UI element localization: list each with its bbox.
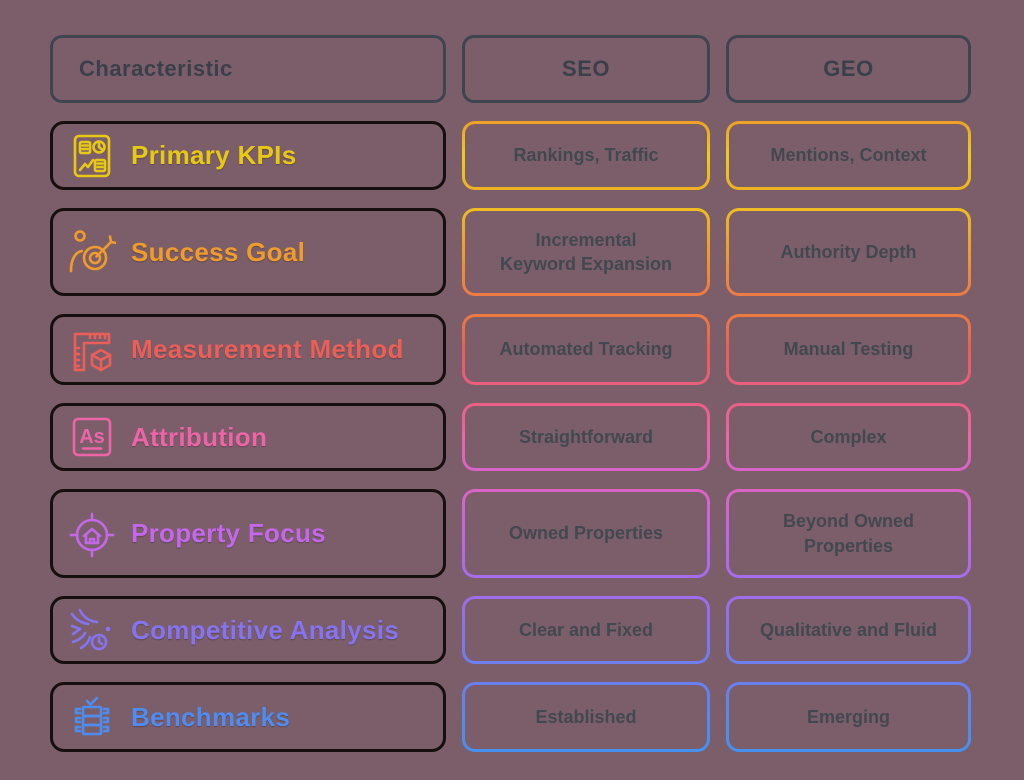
row-benchmarks: Benchmarks Established Emerging <box>50 682 971 752</box>
cell-value: Straightforward <box>518 426 653 447</box>
header-characteristic-label: Characteristic <box>79 56 233 81</box>
cell-attribution-seo: Straightforward <box>462 403 710 471</box>
cell-value: Emerging <box>806 706 890 727</box>
label-competitive-analysis: Competitive Analysis <box>50 596 446 664</box>
cell-attribution-geo: Complex <box>726 403 971 471</box>
cell-value: Established <box>535 706 637 727</box>
cell-property-focus-seo: Owned Properties <box>462 489 710 578</box>
header-seo: SEO <box>462 35 710 103</box>
row-primary-kpis: Primary KPIs Rankings, Traffic Mentions,… <box>50 121 971 190</box>
kpi-dashboard-icon <box>68 132 116 180</box>
cell-value: Automated Tracking <box>499 339 673 360</box>
benchmark-stack-icon <box>68 693 116 741</box>
cell-competitive-analysis-geo: Qualitative and Fluid <box>726 596 971 664</box>
cell-value: Rankings, Traffic <box>513 145 659 166</box>
row-attribution: As Attribution Straightforward Complex <box>50 403 971 471</box>
row-label: Success Goal <box>131 236 306 267</box>
row-measurement-method: Measurement Method Automated Tracking Ma… <box>50 314 971 385</box>
row-property-focus: Property Focus Owned Properties Beyond O… <box>50 489 971 578</box>
cell-success-goal-seo: Incremental Keyword Expansion <box>462 208 710 296</box>
cell-value: Manual Testing <box>783 339 914 360</box>
row-label: Measurement Method <box>131 334 404 364</box>
row-label: Property Focus <box>131 518 326 548</box>
label-attribution: As Attribution <box>50 403 446 471</box>
cell-success-goal-geo: Authority Depth <box>726 208 971 296</box>
header-geo-label: GEO <box>823 56 874 81</box>
row-label: Primary KPIs <box>131 140 297 170</box>
cell-primary-kpis-seo: Rankings, Traffic <box>462 121 710 190</box>
cell-value: Qualitative and Fluid <box>759 619 938 640</box>
cell-measurement-method-geo: Manual Testing <box>726 314 971 385</box>
wind-clock-icon <box>68 606 116 654</box>
cell-primary-kpis-geo: Mentions, Context <box>726 121 971 190</box>
person-target-icon <box>68 228 116 276</box>
cell-property-focus-geo: Beyond Owned Properties <box>726 489 971 578</box>
cell-value: Complex <box>810 426 887 447</box>
attribution-as-icon: As <box>68 413 116 461</box>
svg-text:As: As <box>79 426 105 448</box>
cell-value: Incremental Keyword Expansion <box>499 229 673 274</box>
ruler-cube-icon <box>68 326 116 374</box>
cell-value: Authority Depth <box>780 241 917 262</box>
house-target-icon <box>68 510 116 558</box>
cell-value: Beyond Owned Properties <box>782 511 914 556</box>
seo-geo-comparison-table: Characteristic SEO GEO <box>50 35 971 752</box>
cell-value: Owned Properties <box>508 523 664 544</box>
cell-value: Clear and Fixed <box>518 619 654 640</box>
header-seo-label: SEO <box>562 56 610 81</box>
cell-value: Mentions, Context <box>770 145 927 166</box>
label-benchmarks: Benchmarks <box>50 682 446 752</box>
label-measurement-method: Measurement Method <box>50 314 446 385</box>
label-primary-kpis: Primary KPIs <box>50 121 446 190</box>
row-label: Benchmarks <box>131 701 291 732</box>
cell-benchmarks-geo: Emerging <box>726 682 971 752</box>
label-success-goal: Success Goal <box>50 208 446 296</box>
header-row: Characteristic SEO GEO <box>50 35 971 103</box>
row-competitive-analysis: Competitive Analysis Clear and Fixed Qua… <box>50 596 971 664</box>
label-property-focus: Property Focus <box>50 489 446 578</box>
row-label: Competitive Analysis <box>131 614 400 645</box>
header-characteristic: Characteristic <box>50 35 446 103</box>
cell-benchmarks-seo: Established <box>462 682 710 752</box>
row-success-goal: Success Goal Incremental Keyword Expansi… <box>50 208 971 296</box>
cell-measurement-method-seo: Automated Tracking <box>462 314 710 385</box>
cell-competitive-analysis-seo: Clear and Fixed <box>462 596 710 664</box>
header-geo: GEO <box>726 35 971 103</box>
row-label: Attribution <box>131 421 268 452</box>
